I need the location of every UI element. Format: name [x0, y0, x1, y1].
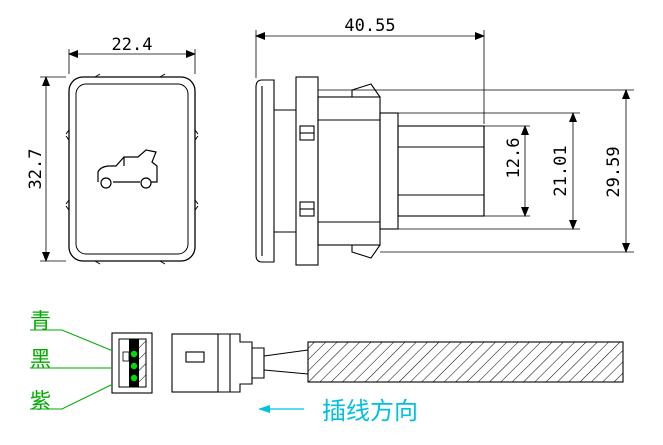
- pin-purple: [130, 374, 138, 382]
- plug-cable: [171, 333, 624, 393]
- side-connector: [379, 112, 399, 230]
- dim-large-label: 29.59: [604, 146, 624, 197]
- pin-black: [130, 362, 138, 370]
- car-trunk-open-icon: [97, 149, 158, 189]
- side-dimensions: [255, 30, 634, 253]
- front-view: 22.4 32.7: [26, 35, 199, 265]
- side-view: [255, 76, 485, 266]
- cable-sleeve: [307, 341, 624, 383]
- wire-label-cyan: 青: [30, 309, 51, 333]
- front-height-label: 32.7: [26, 149, 46, 190]
- side-clip-bottom: [351, 244, 381, 259]
- side-flange: [295, 76, 319, 266]
- side-clip-top: [351, 83, 381, 98]
- switch-face: [75, 83, 189, 255]
- front-width-label: 22.4: [112, 35, 153, 55]
- side-cap: [255, 79, 275, 263]
- side-housing: [317, 96, 381, 246]
- insert-direction-arrow: [258, 405, 304, 413]
- dim-mid-label: 21.01: [551, 145, 571, 196]
- wire-label-purple: 紫: [30, 389, 51, 413]
- connector-socket: [111, 332, 153, 394]
- dim-small-label: 12.6: [504, 138, 524, 179]
- side-length-label: 40.55: [344, 16, 395, 36]
- wire-label-black: 黑: [30, 347, 51, 371]
- switch-bezel: [68, 76, 196, 262]
- insert-direction-label: 插线方向: [322, 397, 418, 425]
- pin-cyan: [130, 350, 138, 358]
